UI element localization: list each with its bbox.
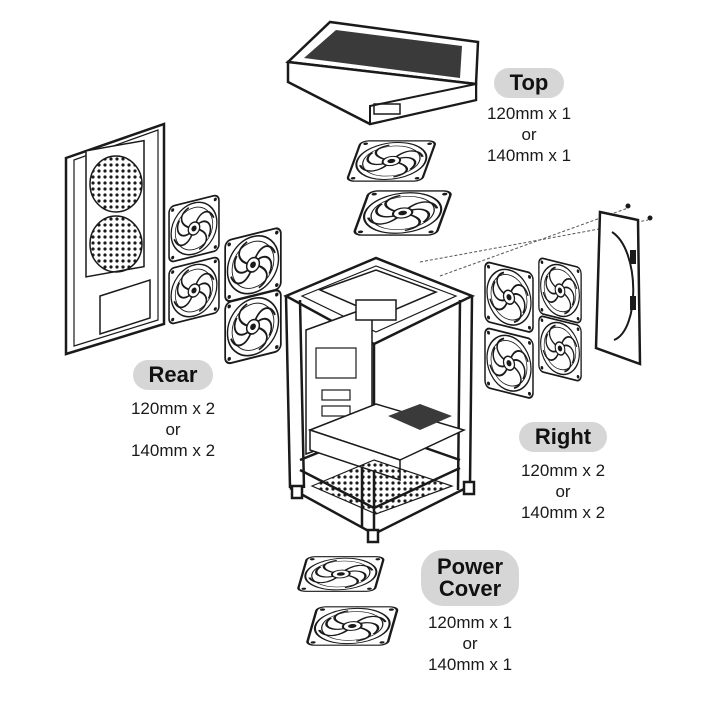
- power-title: Power Cover: [420, 550, 520, 606]
- top-spec-2: 140mm x 1: [486, 146, 572, 165]
- right-fan-140-upper: [537, 256, 583, 325]
- chassis: [283, 256, 476, 544]
- rear-spec-2: 140mm x 2: [130, 441, 216, 460]
- top-fan-lower: [351, 189, 454, 237]
- power-label-group: Power Cover 120mm x 1 or 140mm x 1: [414, 550, 526, 675]
- rear-panel: [64, 122, 166, 356]
- guide-lines: [419, 207, 649, 277]
- right-fan-120-lower: [484, 326, 534, 400]
- rear-fan-140-lower: [224, 288, 282, 366]
- power-spec-1: 120mm x 1: [427, 613, 513, 632]
- rear-spec-or: or: [165, 420, 181, 439]
- right-spec-or: or: [555, 482, 571, 501]
- rear-label-group: Rear 120mm x 2 or 140mm x 2: [118, 360, 228, 461]
- rear-title: Rear: [132, 360, 214, 390]
- top-title: Top: [493, 68, 565, 98]
- top-fan-upper: [345, 139, 438, 183]
- top-spec-1: 120mm x 1: [486, 104, 572, 123]
- top-dust-filter: [285, 20, 480, 126]
- right-title: Right: [518, 422, 608, 452]
- top-spec-or: or: [521, 125, 537, 144]
- rear-fan-120-upper: [168, 193, 220, 264]
- rear-spec-1: 120mm x 2: [130, 399, 216, 418]
- power-spec-or: or: [462, 634, 478, 653]
- power-title-line2: Cover: [438, 576, 502, 601]
- right-spec-1: 120mm x 2: [520, 461, 606, 480]
- right-fan-140-lower: [537, 314, 583, 383]
- right-spec-2: 140mm x 2: [520, 503, 606, 522]
- power-title-line1: Power: [436, 554, 504, 579]
- right-fan-bracket: [594, 203, 653, 366]
- power-cover-fan-lower: [305, 605, 400, 647]
- right-fan-120-upper: [484, 260, 534, 334]
- power-cover-fan-upper: [296, 555, 386, 593]
- power-spec-2: 140mm x 1: [427, 655, 513, 674]
- top-label-group: Top 120mm x 1 or 140mm x 1: [474, 68, 584, 166]
- right-label-group: Right 120mm x 2 or 140mm x 2: [508, 422, 618, 523]
- rear-fan-120-lower: [168, 255, 220, 326]
